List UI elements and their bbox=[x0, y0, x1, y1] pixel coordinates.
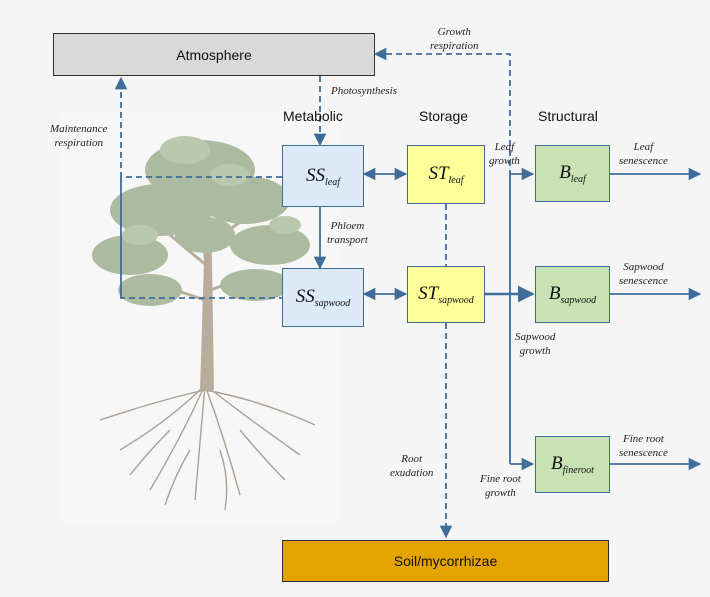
ss-sapwood-box: SSsapwood bbox=[282, 268, 364, 327]
ss-leaf-symbol: SSleaf bbox=[306, 164, 340, 188]
st-sapwood-symbol: STsapwood bbox=[418, 283, 474, 306]
header-structural: Structural bbox=[538, 108, 598, 124]
st-leaf-box: STleaf bbox=[407, 145, 485, 204]
b-fineroot-box: Bfineroot bbox=[535, 436, 610, 493]
b-sapwood-box: Bsapwood bbox=[535, 266, 610, 323]
growth-respiration-arrow bbox=[373, 47, 511, 176]
maintenance-respiration-arrow bbox=[121, 78, 282, 299]
ss-sapwood-symbol: SSsapwood bbox=[295, 286, 351, 309]
atmosphere-box: Atmosphere bbox=[53, 33, 375, 76]
b-fineroot-symbol: Bfineroot bbox=[551, 453, 594, 476]
b-leaf-symbol: Bleaf bbox=[559, 162, 586, 185]
b-sapwood-symbol: Bsapwood bbox=[548, 283, 597, 306]
st-leaf-symbol: STleaf bbox=[428, 163, 464, 186]
st-sapwood-box: STsapwood bbox=[407, 266, 485, 323]
b-leaf-box: Bleaf bbox=[535, 145, 610, 202]
soil-mycorrhizae-box: Soil/mycorrhizae bbox=[282, 540, 609, 582]
header-storage: Storage bbox=[419, 108, 469, 124]
ss-leaf-box: SSleaf bbox=[282, 145, 364, 207]
header-metabolic: Metabolic bbox=[283, 108, 343, 124]
photosynthesis-label: Photosynthesis bbox=[331, 85, 397, 97]
